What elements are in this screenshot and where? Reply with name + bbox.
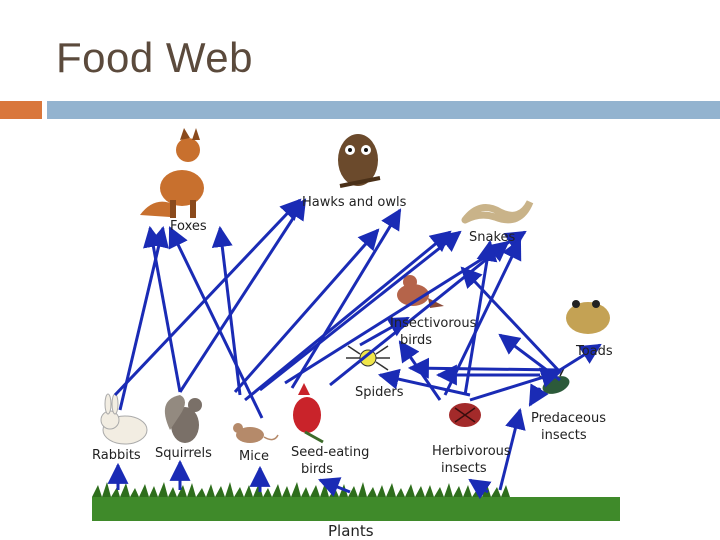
food-web-arrow <box>359 316 410 347</box>
label-foxes: Foxes <box>170 219 207 234</box>
label-seed-eating-line2: birds <box>301 462 333 477</box>
mouse-icon <box>233 423 279 443</box>
rabbit-icon <box>100 393 148 445</box>
label-seed-eating-line1: Seed-eating <box>291 445 369 460</box>
squirrel-icon <box>164 395 202 443</box>
arrows-group <box>107 198 602 500</box>
fox-icon <box>140 128 204 218</box>
label-squirrels: Squirrels <box>155 446 212 461</box>
food-web-arrow <box>528 383 549 407</box>
grass-strip <box>92 482 620 521</box>
label-rabbits: Rabbits <box>92 448 141 463</box>
label-snakes: Snakes <box>469 230 516 245</box>
food-web-arrow <box>318 477 351 497</box>
food-web-arrow <box>377 368 471 397</box>
label-plants: Plants <box>328 522 374 540</box>
food-web-arrow <box>460 266 562 374</box>
owl-icon <box>338 134 381 188</box>
food-web-arrow <box>178 198 307 393</box>
food-web-arrow <box>443 238 522 396</box>
accent-bar <box>0 101 42 119</box>
label-predaceous-line2: insects <box>541 428 587 443</box>
label-herbivorous-line2: insects <box>441 461 487 476</box>
food-web-arrow <box>259 230 462 392</box>
food-web-arrow <box>407 357 561 379</box>
label-hawks-owls: Hawks and owls <box>302 195 407 210</box>
slide-title: Food Web <box>56 34 253 81</box>
food-web-arrow <box>233 228 380 393</box>
food-web-arrow <box>468 478 492 500</box>
food-web-arrow <box>211 225 242 396</box>
food-web-arrow <box>168 226 264 419</box>
food-web-arrow <box>143 225 182 393</box>
label-herbivorous-line1: Herbivorous <box>432 444 511 459</box>
toad-icon <box>566 300 610 334</box>
food-web-arrow <box>113 198 302 397</box>
food-web-arrow <box>469 367 563 402</box>
food-web-arrow <box>559 343 602 372</box>
cardinal-icon <box>293 383 324 444</box>
beetle-icon <box>449 403 481 427</box>
food-web-arrow <box>244 230 452 402</box>
food-web-arrow <box>398 340 442 401</box>
label-predaceous-line1: Predaceous <box>531 411 606 426</box>
snake-icon <box>461 200 534 224</box>
label-insectivorous-line1: Insectivorous <box>390 316 477 331</box>
food-web-arrow <box>498 407 526 491</box>
header-bar <box>47 101 720 119</box>
label-toads: Toads <box>575 344 613 359</box>
label-insectivorous-line2: birds <box>400 333 432 348</box>
food-web-arrow <box>329 240 510 387</box>
label-mice: Mice <box>239 449 269 464</box>
label-spiders: Spiders <box>355 385 404 400</box>
food-web-arrow <box>290 208 402 389</box>
insectivorous-bird-icon <box>397 275 444 308</box>
